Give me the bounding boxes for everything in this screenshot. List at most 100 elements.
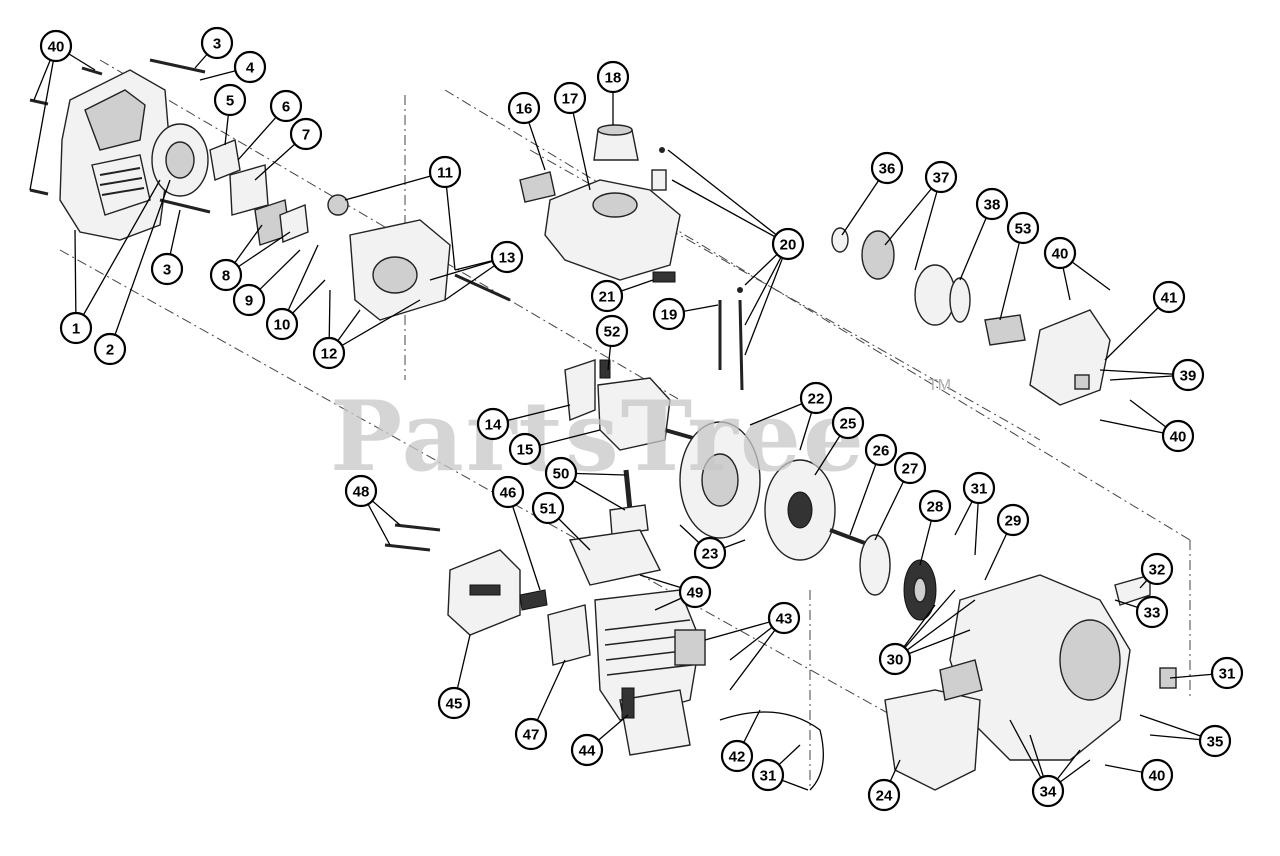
callout-circle xyxy=(918,489,952,523)
callout-number: 50 xyxy=(553,466,570,483)
callout-number: 27 xyxy=(902,461,919,478)
callout-circle xyxy=(652,297,686,331)
callout-number: 40 xyxy=(1052,246,1069,263)
callout-10: 10 xyxy=(265,307,299,341)
callout-number: 8 xyxy=(222,268,230,285)
callout-circle xyxy=(678,575,712,609)
callout-circle xyxy=(312,336,346,370)
callout-circle xyxy=(767,601,801,635)
callout-circle xyxy=(491,475,525,509)
callout-number: 34 xyxy=(1040,784,1057,801)
callout-49: 49 xyxy=(678,575,712,609)
callout-circle xyxy=(1135,595,1169,629)
crankcase xyxy=(564,359,701,451)
callout-circle xyxy=(831,406,865,440)
callout-number: 16 xyxy=(516,101,533,118)
callout-number: 31 xyxy=(760,768,777,785)
watermark-text: PartsTree xyxy=(330,380,866,493)
callout-number: 35 xyxy=(1207,734,1224,751)
callout-number: 17 xyxy=(562,91,579,108)
callout-11: 11 xyxy=(428,155,462,189)
fuel-lines xyxy=(659,147,744,391)
callout-circle xyxy=(1031,774,1065,808)
callout-circle xyxy=(720,739,754,773)
callout-circle xyxy=(553,81,587,115)
callout-circle xyxy=(200,26,234,60)
callout-48: 48 xyxy=(344,474,378,508)
callout-number: 48 xyxy=(353,484,370,501)
callout-number: 6 xyxy=(282,99,290,116)
callout-37: 37 xyxy=(924,160,958,194)
callout-27: 27 xyxy=(893,451,927,485)
leader-line xyxy=(894,599,976,660)
callout-circle xyxy=(893,451,927,485)
callout-3b: 3 xyxy=(150,252,184,286)
callout-number: 31 xyxy=(1219,666,1236,683)
callout-number: 43 xyxy=(776,611,793,628)
callout-circle xyxy=(344,474,378,508)
callout-circle xyxy=(1152,280,1186,314)
callout-7: 7 xyxy=(289,117,323,151)
leader-line xyxy=(444,171,456,271)
callout-number: 40 xyxy=(1149,768,1166,785)
callout-number: 31 xyxy=(971,481,988,498)
callout-number: 45 xyxy=(446,696,463,713)
callout-circle xyxy=(59,311,93,345)
callout-12: 12 xyxy=(312,336,346,370)
callout-5: 5 xyxy=(213,83,247,117)
callout-number: 37 xyxy=(933,170,950,187)
callout-number: 12 xyxy=(321,346,338,363)
callout-circle xyxy=(1140,758,1174,792)
callout-circle xyxy=(924,160,958,194)
callout-circle xyxy=(799,381,833,415)
callout-20: 20 xyxy=(771,227,805,261)
callout-number: 3 xyxy=(213,36,221,53)
callout-number: 40 xyxy=(48,39,65,56)
callout-circle xyxy=(490,240,524,274)
callout-3a: 3 xyxy=(200,26,234,60)
carburetor xyxy=(327,194,511,321)
leader-line xyxy=(667,149,789,245)
callout-45: 45 xyxy=(437,686,471,720)
watermark-trademark: TM xyxy=(928,377,951,394)
callout-circle xyxy=(265,307,299,341)
callout-number: 49 xyxy=(687,585,704,602)
callout-number: 13 xyxy=(499,250,516,267)
callout-circle xyxy=(962,471,996,505)
leader-line xyxy=(344,171,446,201)
callout-42: 42 xyxy=(720,739,754,773)
callout-number: 41 xyxy=(1161,290,1178,307)
callout-number: 40 xyxy=(1170,429,1187,446)
callout-number: 29 xyxy=(1005,513,1022,530)
lower-shroud xyxy=(884,659,983,791)
callout-number: 14 xyxy=(485,417,502,434)
callout-21: 21 xyxy=(590,279,624,313)
callout-number: 44 xyxy=(579,743,596,760)
callout-circle xyxy=(437,686,471,720)
callout-number: 28 xyxy=(927,499,944,516)
callout-circle xyxy=(514,717,548,751)
leader-line xyxy=(109,179,171,350)
callout-19: 19 xyxy=(652,297,686,331)
callout-number: 30 xyxy=(887,652,904,669)
callout-number: 22 xyxy=(808,391,825,408)
callout-52: 52 xyxy=(595,314,629,348)
ignition-wire xyxy=(719,711,824,791)
callout-circle xyxy=(232,283,266,317)
callout-circle xyxy=(864,433,898,467)
callout-30: 30 xyxy=(878,642,912,676)
callout-number: 26 xyxy=(873,443,890,460)
callout-25: 25 xyxy=(831,406,865,440)
callout-46: 46 xyxy=(491,475,525,509)
leader-line xyxy=(744,243,789,356)
callout-1: 1 xyxy=(59,311,93,345)
callout-number: 21 xyxy=(599,289,616,306)
callout-31b: 31 xyxy=(751,758,785,792)
callout-22: 22 xyxy=(799,381,833,415)
callout-4: 4 xyxy=(233,50,267,84)
callout-circle xyxy=(428,155,462,189)
callout-number: 25 xyxy=(840,416,857,433)
engine-cover xyxy=(59,69,171,241)
